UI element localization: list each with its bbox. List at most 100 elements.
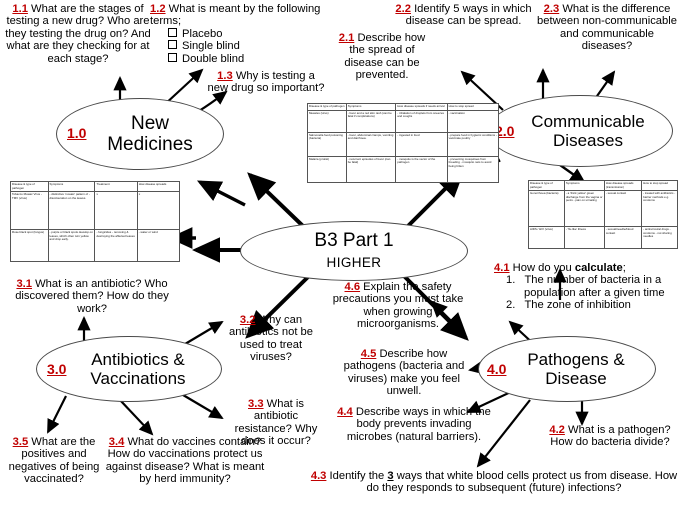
question-1-2: 1.2 What is meant by the following terms… [150, 3, 325, 65]
question-1-1: 1.1 What are the stages of testing a new… [4, 3, 152, 65]
question-4-4: 4.4 Describe ways in which the body prev… [334, 406, 494, 443]
table-header-row: Disease & type of pathogen Symptoms How … [528, 179, 678, 192]
node-label-line1: Antibiotics & [91, 350, 185, 369]
node-pathogens-disease[interactable]: 4.0 Pathogens & Disease [478, 336, 656, 402]
table-header-cell: Disease & type of pathogen [10, 180, 49, 193]
node-label-line2: Vaccinations [90, 369, 186, 388]
list-item-label: The number of bacteria in a population a… [524, 274, 665, 299]
table-cell: - fever, abdominal cramps, vomiting and … [345, 131, 397, 157]
question-4-6: 4.6 Explain the safety precautions you m… [326, 281, 470, 331]
question-number: 3.4 [108, 436, 125, 448]
table-cell: Gonorrhoea (bacteria) [528, 190, 565, 228]
question-3-1: 3.1 What is an antibiotic? Who discovere… [2, 278, 182, 315]
question-text: Describe how pathogens (bacteria and vir… [343, 348, 465, 398]
question-number: 2.3 [543, 3, 560, 15]
node-label: Communicable Diseases [531, 112, 644, 150]
table-header-cell: Disease & type of pathogen [528, 179, 565, 192]
checklist-label: Placebo [182, 27, 223, 40]
question-text: Describe ways in which the body prevents… [346, 406, 491, 443]
question-number: 3.5 [12, 436, 29, 448]
table-header-cell: How disease spreads if needs arrival [395, 103, 448, 111]
table-header-cell: How disease spreads (transmission) [603, 179, 643, 192]
question-2-1: 2.1 Describe how the spread of disease c… [330, 32, 434, 82]
question-number: 4.4 [337, 406, 353, 418]
node-communicable-diseases[interactable]: 2.0 Communicable Diseases [487, 95, 673, 167]
node-antibiotics-vaccinations[interactable]: 3.0 Antibiotics & Vaccinations [36, 336, 222, 402]
table-row: Malaria (protist) - recurrent episodes o… [307, 155, 500, 183]
question-number: 3.2 [239, 314, 256, 326]
table-header-cell: How to stop spread [641, 179, 678, 192]
table-cell: - purple or black spots develop on leave… [47, 229, 96, 263]
node-label: New Medicines [107, 113, 193, 155]
numbered-list: 1. The number of bacteria in a populatio… [494, 274, 680, 311]
table-cell: - distinctive 'mosaic' pattern of - disc… [47, 191, 96, 231]
question-number: 4.2 [549, 424, 565, 436]
question-number: 1.3 [217, 70, 233, 82]
table-row: Rose black spot (fungus) - purple or bla… [10, 229, 181, 263]
question-number: 4.6 [344, 281, 361, 293]
table-header-cell: Treatment [94, 180, 138, 193]
center-label: B3 Part 1 HIGHER [314, 230, 393, 273]
table-cell: - prepare food in hygienic conditions - … [446, 131, 500, 157]
table-cell: - treated with antibiotics - barrier met… [641, 190, 678, 228]
table-cell: - sexual contact [603, 190, 643, 228]
question-number: 2.2 [395, 3, 411, 15]
question-text: What do vaccines contain? How do vaccina… [105, 436, 265, 486]
table-header-cell: Disease & type of pathogen [307, 103, 347, 111]
center-subtitle: HIGHER [326, 254, 382, 270]
checklist-item: Double blind [150, 52, 325, 65]
question-4-3: 4.3 Identify the 3 ways that white blood… [310, 470, 678, 495]
table-row: Salmonella food poisoning (bacteria) - f… [307, 131, 500, 157]
node-number: 2.0 [495, 123, 515, 139]
question-number: 1.2 [150, 3, 166, 15]
question-text: What is an antibiotic? Who discovered th… [15, 278, 169, 315]
question-emphasis: 3 [387, 470, 394, 482]
center-title: B3 Part 1 [314, 229, 394, 251]
table-cell: - preventing mosquitoes from breeding - … [446, 155, 500, 183]
checklist-label: Single blind [182, 40, 240, 53]
question-text: Identify 5 ways in which disease can be … [405, 3, 532, 28]
table-row: Tobacco Mosaic Virus - TMV (virus) - dis… [10, 191, 181, 231]
table-cell: Tobacco Mosaic Virus - TMV (virus) [10, 191, 49, 231]
question-text: What is the difference between non-commu… [537, 3, 677, 53]
table-cell: - antiretroviral drugs - condoms - not s… [641, 226, 678, 250]
node-label-line1: Pathogens & [527, 350, 625, 369]
question-text: What are the stages of testing a new dru… [5, 3, 151, 65]
question-text: What are the positives and negatives of … [8, 436, 100, 486]
question-number: 1.1 [12, 3, 28, 15]
table-cell: - 'flu-like' illness [563, 226, 605, 250]
table-cell: - inhalation of droplets from sneezes an… [395, 109, 448, 133]
question-number: 2.1 [338, 32, 355, 44]
table-cell: - fever and a red skin rash (can be fata… [345, 109, 397, 133]
question-lead-post: ; [622, 262, 626, 274]
question-3-4: 3.4 What do vaccines contain? How do vac… [104, 436, 266, 486]
table-cell: Rose black spot (fungus) [10, 229, 49, 263]
question-lead: How do you [512, 262, 575, 274]
table-cell: - recurrent episodes of fever (can be fa… [345, 155, 397, 183]
node-label: Pathogens & Disease [527, 350, 624, 388]
node-label-line1: Communicable [531, 112, 645, 131]
list-item: 2. The zone of inhibition [506, 299, 631, 312]
table-header-cell: How to stop spread [446, 103, 500, 111]
table-header-cell: How disease spreads [136, 180, 181, 193]
question-4-1: 4.1 How do you calculate; 1. The number … [494, 262, 680, 312]
question-4-5: 4.5 Describe how pathogens (bacteria and… [336, 348, 472, 398]
node-label: Antibiotics & Vaccinations [90, 350, 185, 388]
node-new-medicines[interactable]: 1.0 New Medicines [56, 98, 224, 170]
checkbox-icon [168, 40, 177, 50]
table-cell: - vaccination [446, 109, 500, 133]
question-4-2: 4.2 What is a pathogen? How do bacteria … [540, 424, 680, 449]
list-item: 1. The number of bacteria in a populatio… [506, 274, 665, 299]
question-text: What is meant by the following terms; [150, 3, 321, 28]
node-number: 3.0 [47, 361, 67, 377]
plant-disease-table: Disease & type of pathogen Symptoms Trea… [10, 180, 181, 263]
checklist-item: Single blind [150, 40, 325, 52]
question-text: Why is testing a new drug so important? [207, 70, 325, 95]
table-cell: Measles (virus) [307, 109, 347, 133]
node-center-b3-part-1[interactable]: B3 Part 1 HIGHER [240, 221, 468, 281]
table-cell: - water or wind [136, 229, 181, 263]
question-1-3: 1.3 Why is testing a new drug so importa… [206, 70, 326, 95]
node-label-line2: Disease [545, 369, 607, 388]
table-header-row: Disease & type of pathogen Symptoms Trea… [10, 180, 181, 193]
checkbox-icon [168, 27, 177, 37]
